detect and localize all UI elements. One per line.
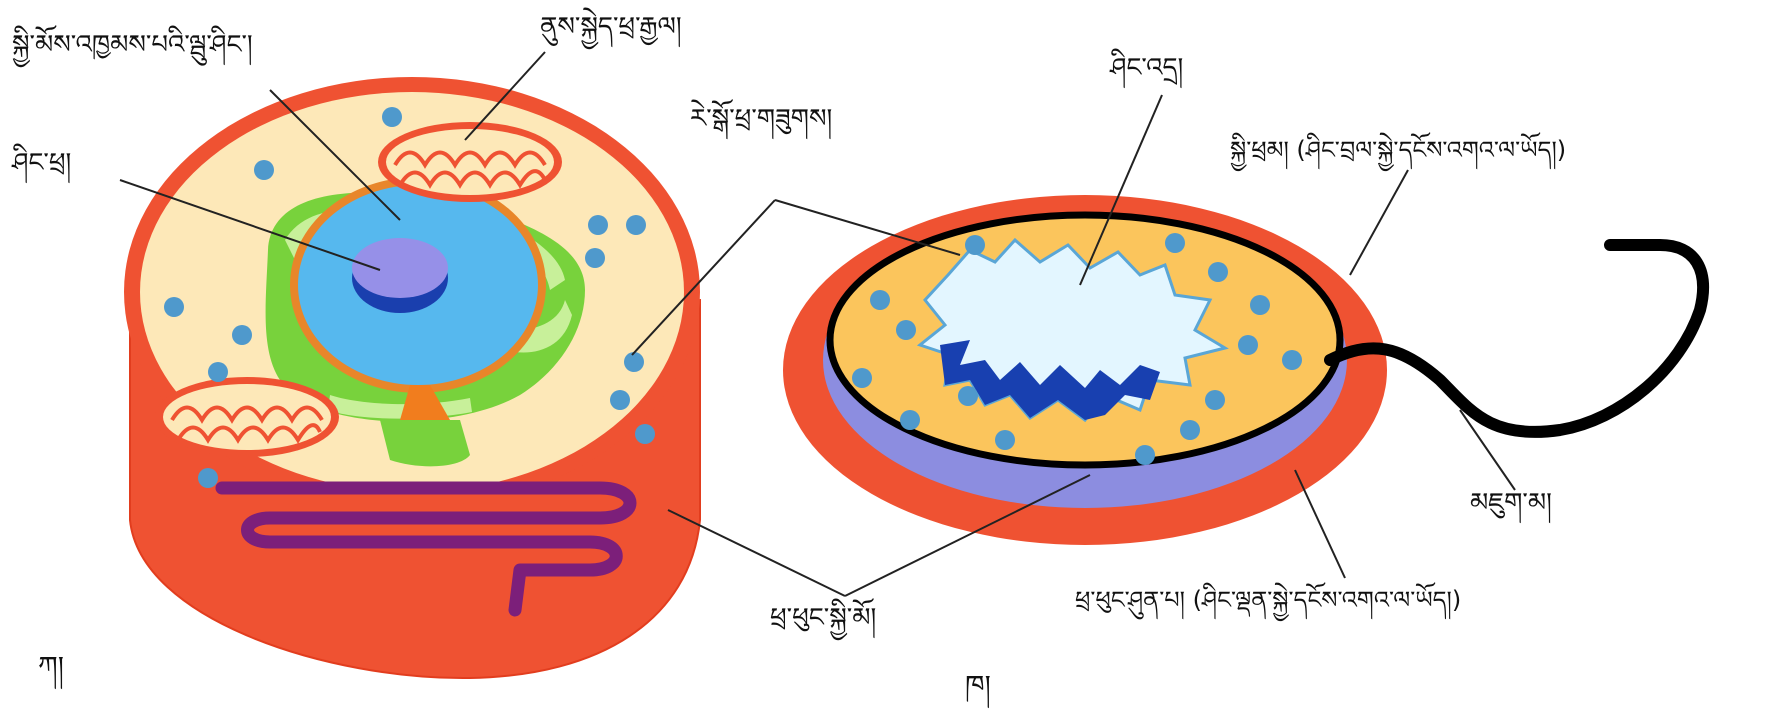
- label-nucleolus: ཤིང་ཕྲ།: [12, 150, 71, 176]
- mitochondrion-left: [155, 377, 339, 457]
- eukaryotic-cell: [124, 77, 700, 678]
- flagellum: [1330, 245, 1703, 432]
- label-mitochondria: ནུས་སྐྱེད་ཕྲ་རྒྱལ།: [540, 14, 682, 40]
- label-flagellum: མཇུག་མ།: [1470, 490, 1552, 516]
- nucleolus: [352, 238, 448, 298]
- prokaryotic-cell: [783, 195, 1703, 545]
- label-cell-membrane: ཕྲ་ཕུང་སྐྱི་མོ།: [770, 605, 876, 631]
- label-figure-a: ཀ།: [38, 653, 64, 681]
- label-figure-b: ཁ།: [965, 672, 991, 700]
- label-ribosome: རེ་སྒོ་ཕྲ་གཟུགས།: [690, 106, 832, 132]
- label-cell-wall: ཕྲ་ཕུང་ཤུན་པ། (ཤིང་ལྡན་སྐྱེ་དངོས་འགའ་ལ་ཡ…: [1075, 588, 1461, 612]
- label-nucleoid: ཤིང་འདྲ།: [1110, 55, 1183, 81]
- label-nuclear-membrane: སྐྱི་མོས་འཁྱམས་པའི་ལྦུ་ཤིང་།: [12, 32, 253, 58]
- label-capsule: སྐྱི་ཕྲམ། (ཤིང་བྲལ་སྐྱེ་དངོས་འགའ་ལ་ཡོད།): [1230, 138, 1566, 162]
